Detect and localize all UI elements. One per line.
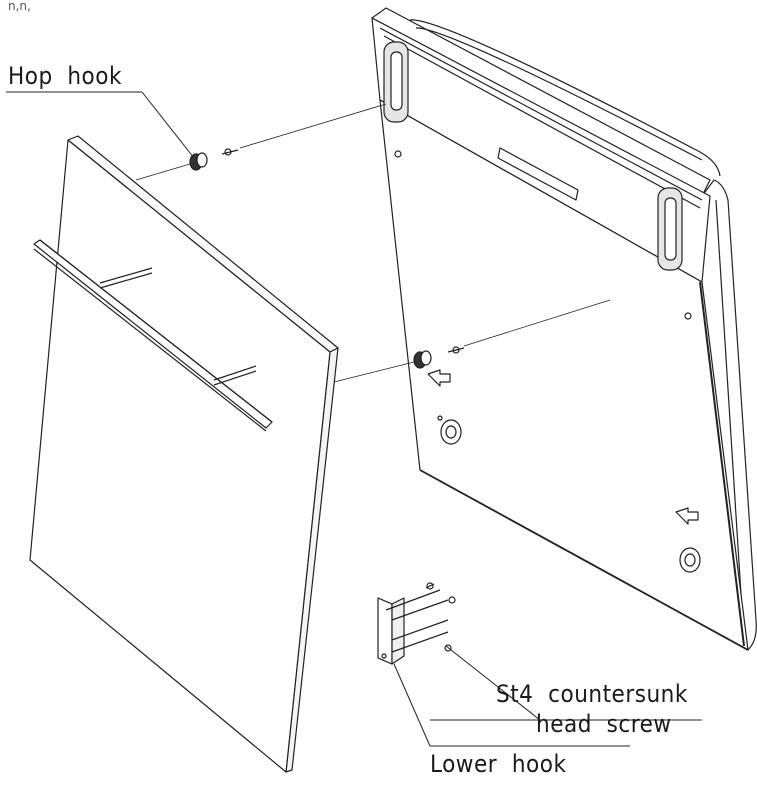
corner-mark: n,n, [8, 0, 31, 13]
lower-hook-bracket [377, 582, 456, 665]
front-panel [29, 135, 339, 773]
label-hop-hook: Hop hook [8, 62, 122, 90]
label-lower-hook: Lower hook [430, 750, 567, 778]
back-cabinet [371, 7, 757, 651]
upper-hop-hook [135, 103, 387, 181]
panel-rail [33, 239, 273, 432]
keyhole-slot-left [383, 41, 409, 123]
label-screw-line2: head screw [536, 710, 672, 738]
middle-hook [333, 299, 611, 383]
keyhole-slot-right [657, 187, 683, 271]
label-screw-line1: St4 countersunk [496, 680, 688, 708]
leader-lines [6, 91, 702, 747]
